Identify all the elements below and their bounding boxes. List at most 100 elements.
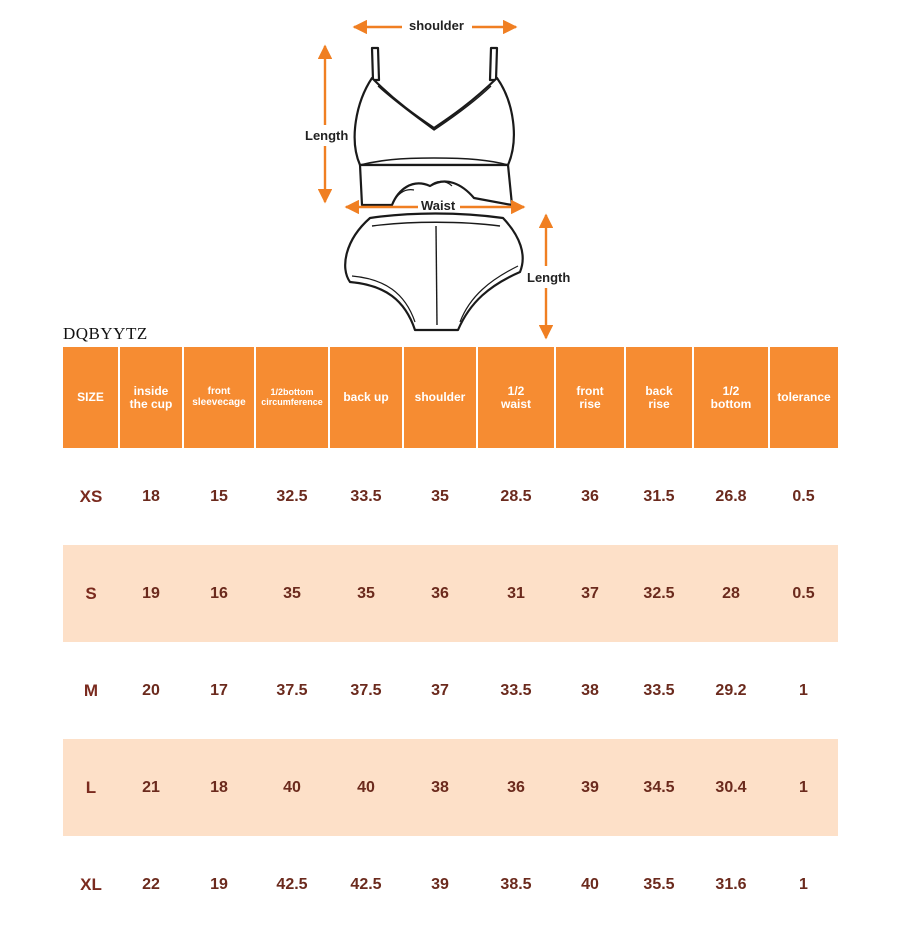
table-cell: 28.5 [500,487,532,505]
shoulder-label: shoulder [409,18,464,33]
header-shoulder: shoulder [403,347,478,448]
table-cell: 22 [142,875,160,893]
table-cell: 35.5 [643,875,675,893]
size-cell: XS [79,486,103,506]
table-cell: 19 [119,545,183,642]
table-cell: 37 [431,681,449,699]
bottom-length-label: Length [527,270,571,285]
table-cell: 32.5 [625,545,693,642]
table-cell: 37 [555,545,625,642]
table-row: XL 22 19 42.5 42.5 39 38.5 40 35.5 31.6 … [63,836,838,933]
table-cell: 31.5 [643,487,675,505]
table-cell: 38.5 [500,875,532,893]
table-cell: 31.6 [715,875,747,893]
table-cell: 34.5 [625,739,693,836]
table-cell: 1 [769,739,838,836]
brand-name: DQBYYTZ [63,324,148,343]
header-label: rise [579,396,601,411]
table-cell: 37.5 [350,681,382,699]
table-cell: 36 [581,487,599,505]
size-cell: XL [80,874,102,894]
table-cell: 31 [477,545,555,642]
garment-diagram [317,19,554,340]
table-cell: 42.5 [350,875,382,893]
measure-arrows [317,19,554,340]
table-cell: 40 [581,875,599,893]
table-cell: 38 [403,739,477,836]
header-label: back [645,383,673,398]
header-label: circumference [261,396,323,407]
header-label: front [576,383,604,398]
header-label: tolerance [777,390,831,405]
table-cell: 1 [799,875,808,893]
table-cell: 17 [210,681,228,699]
header-label: 1/2bottom [270,387,314,398]
table-cell: 35 [431,487,449,505]
table-cell: 18 [183,739,255,836]
bra-top-drawing [353,46,515,207]
table-cell: 30.4 [693,739,769,836]
top-length-label: Length [305,128,349,143]
table-cell: 15 [210,487,228,505]
table-cell: 32.5 [276,487,308,505]
table-cell: 40 [255,739,329,836]
size-cell: M [83,680,99,700]
table-cell: 35 [329,545,403,642]
table-row: L 21 18 40 40 38 36 39 34.5 30.4 1 [63,739,838,836]
table-cell: 33.5 [643,681,675,699]
header-label: front [207,386,231,397]
table-cell: 40 [329,739,403,836]
header-label: waist [500,396,531,411]
header-back-up: back up [329,347,404,448]
table-cell: 19 [210,875,228,893]
header-label: sleevecage [192,396,246,408]
table-cell: 39 [555,739,625,836]
table-cell: 33.5 [350,487,382,505]
header-size: SIZE [63,347,120,448]
waist-label: Waist [421,198,456,213]
header-label: back up [343,390,389,405]
table-cell: 36 [403,545,477,642]
header-label: the cup [129,396,173,411]
table-cell: 0.5 [792,487,815,505]
table-cell: 35 [255,545,329,642]
table-row: XS 18 15 32.5 33.5 35 28.5 36 31.5 26.8 … [63,448,838,545]
size-cell: S [63,545,119,642]
table-cell: 26.8 [715,487,747,505]
header-label: shoulder [414,390,466,405]
header-label: 1/2 [507,383,525,398]
table-cell: 29.2 [715,681,747,699]
table-row: M 20 17 37.5 37.5 37 33.5 38 33.5 29.2 1 [63,642,838,739]
table-cell: 0.5 [769,545,838,642]
header-label: 1/2 [722,383,740,398]
table-cell: 28 [693,545,769,642]
header-label: inside [133,383,169,398]
table-cell: 38 [581,681,599,699]
table-cell: 36 [477,739,555,836]
table-row: S 19 16 35 35 36 31 37 32.5 28 0.5 [63,545,838,642]
table-cell: 37.5 [276,681,308,699]
header-label: rise [648,396,670,411]
table-cell: 1 [799,681,808,699]
table-cell: 20 [142,681,160,699]
header-tolerance: tolerance [769,347,838,448]
header-label: bottom [710,396,752,411]
table-cell: 16 [183,545,255,642]
table-cell: 33.5 [500,681,532,699]
panties-drawing [344,212,524,332]
size-cell: L [63,739,119,836]
table-cell: 42.5 [276,875,308,893]
header-label: SIZE [77,390,104,405]
table-cell: 39 [431,875,449,893]
table-cell: 21 [119,739,183,836]
table-cell: 18 [142,487,160,505]
